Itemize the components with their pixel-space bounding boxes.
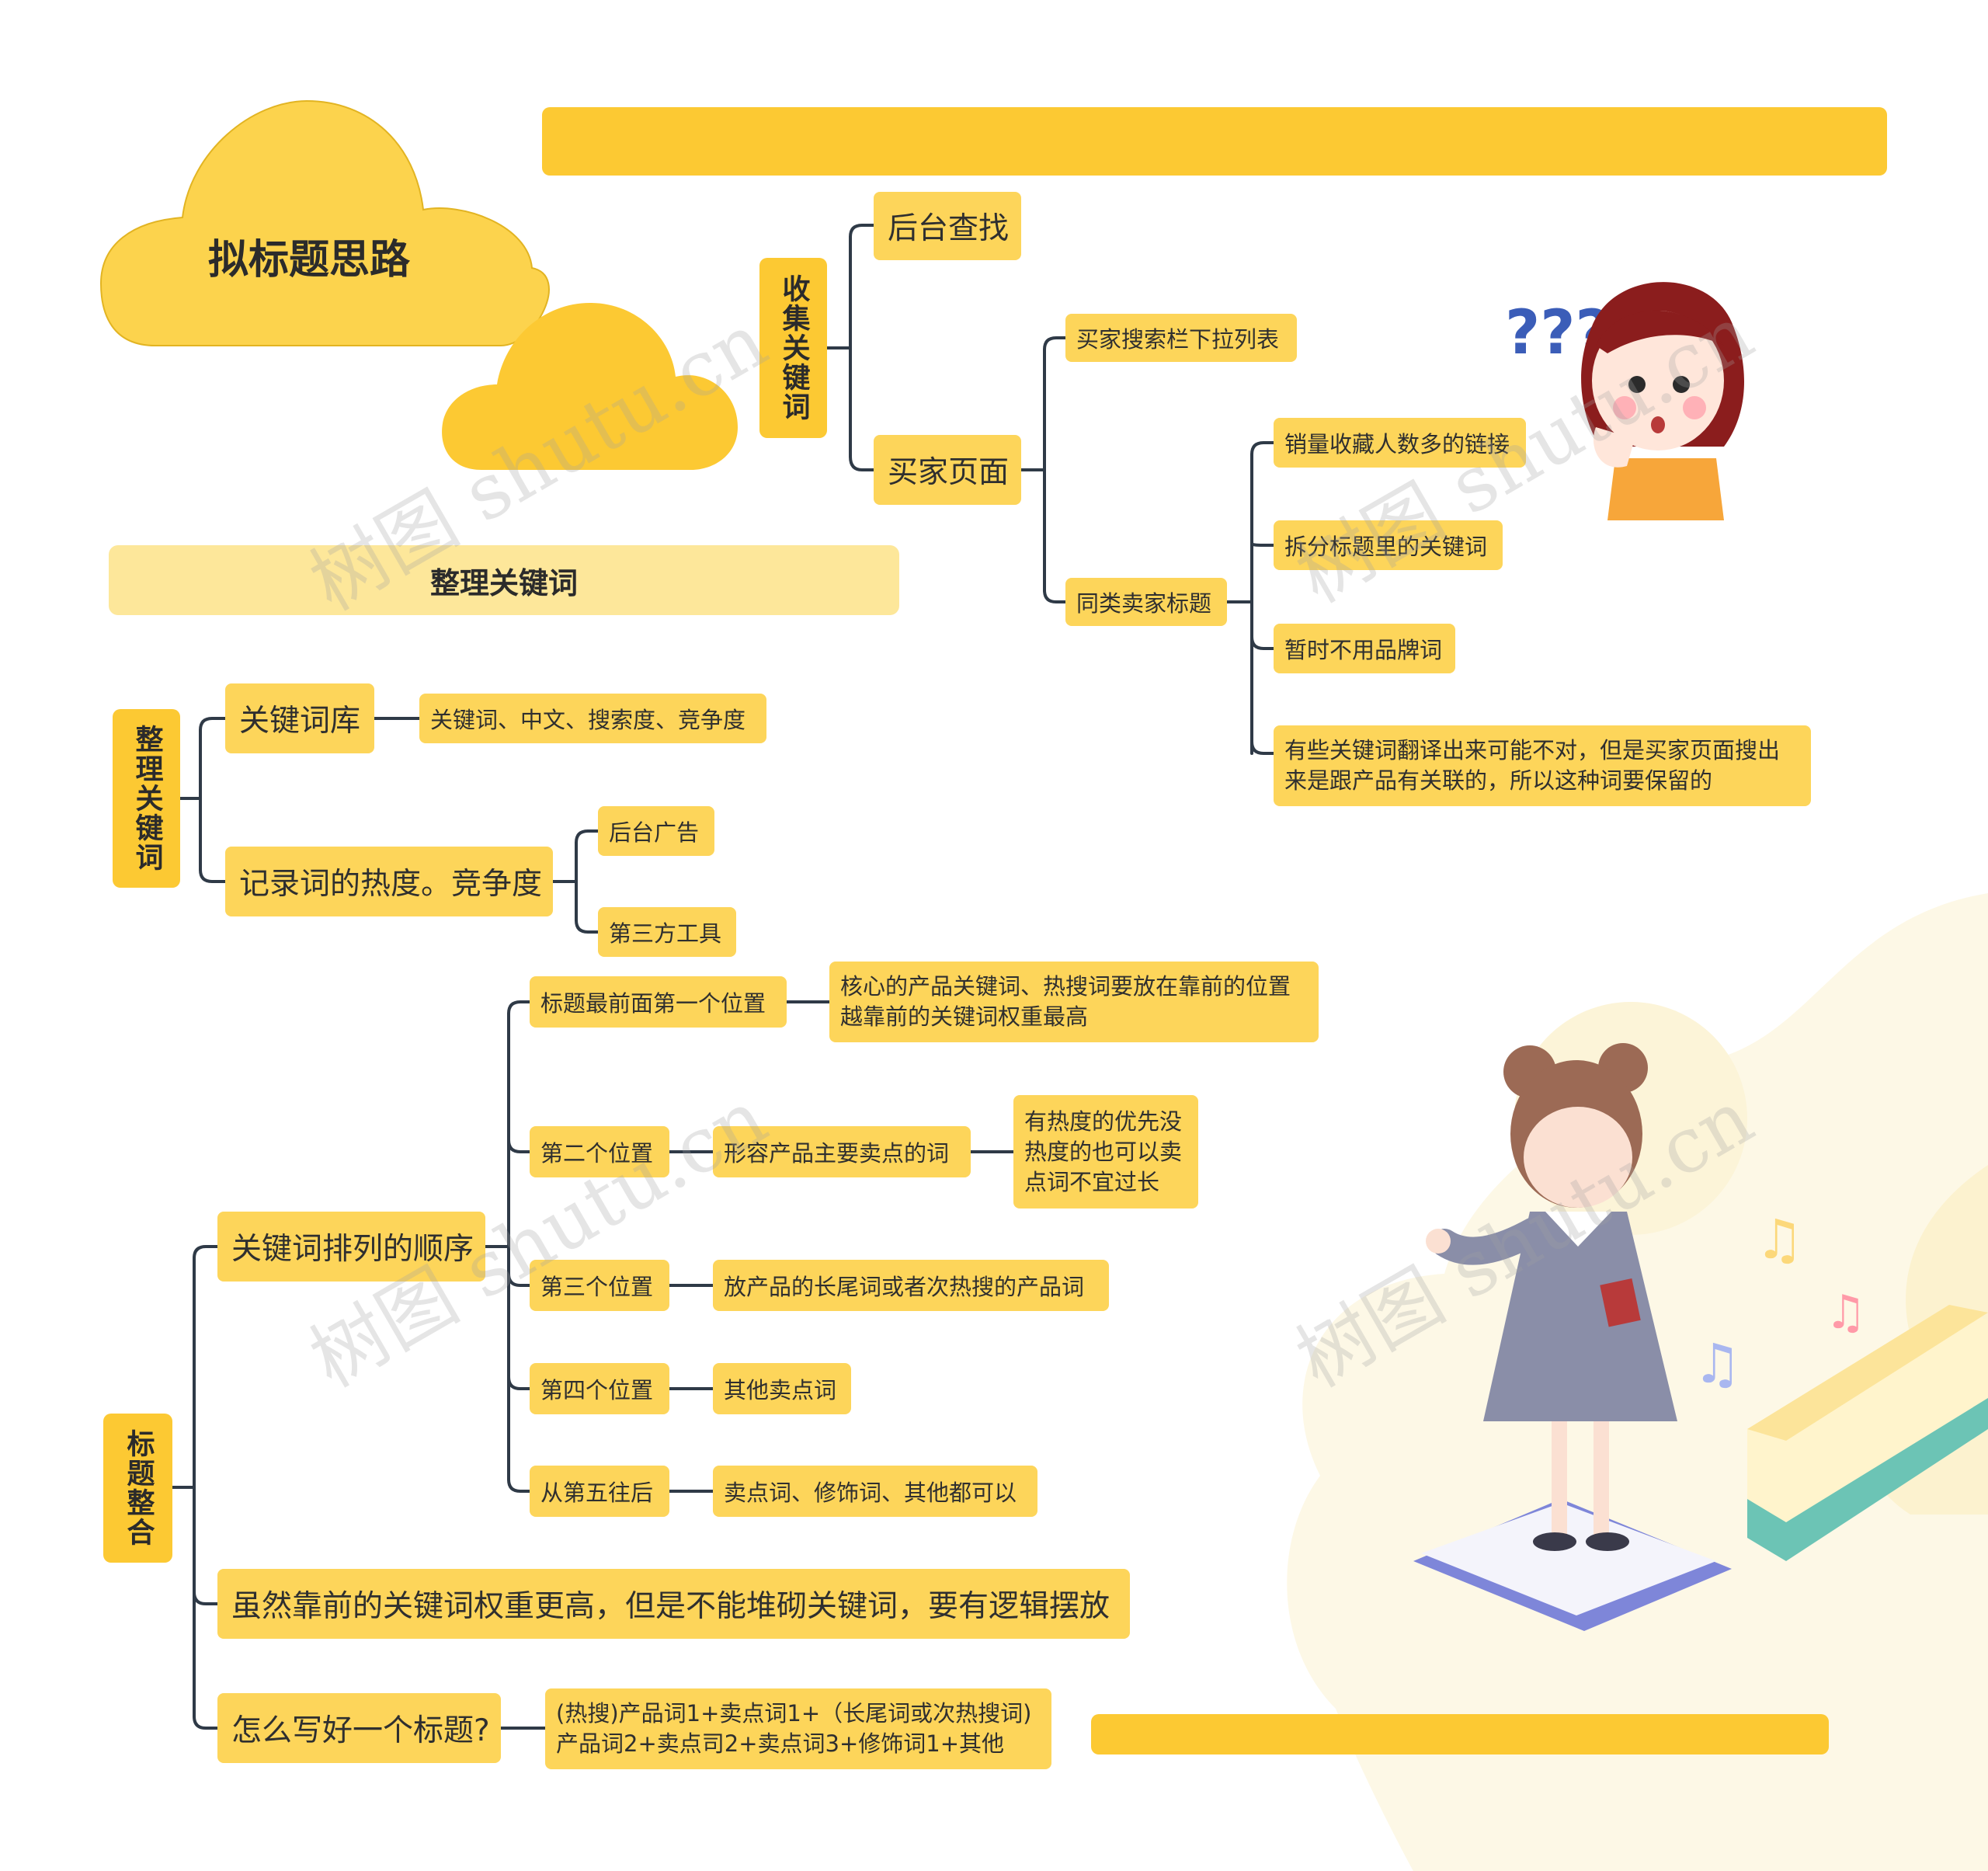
student-girl-illustration: ♫ ♫ ♫ xyxy=(1413,1043,1988,1631)
bottom-accent-bar xyxy=(1091,1714,1829,1754)
leaf-split-title-keywords: 拆分标题里的关键词 xyxy=(1274,520,1503,570)
branch-organize-keywords-label: 整理关键词 xyxy=(130,725,163,872)
branch-title-integration-label: 标题整合 xyxy=(122,1429,155,1547)
position-2-desc: 形容产品主要卖点的词 xyxy=(713,1126,971,1177)
leaf-keyword-library-fields: 关键词、中文、搜索度、竞争度 xyxy=(419,694,766,743)
leaf-title-formula: (热搜)产品词1+卖点词1+（长尾词或次热搜词)产品词2+卖点司2+卖点词3+修… xyxy=(545,1688,1051,1769)
position-2: 第二个位置 xyxy=(530,1126,669,1177)
position-2-note: 有热度的优先没热度的也可以卖点词不宜过长 xyxy=(1013,1095,1198,1208)
section-header: 整理关键词 xyxy=(109,545,899,615)
branch-collect-keywords-label: 收集关键词 xyxy=(777,274,810,422)
node-similar-seller-titles: 同类卖家标题 xyxy=(1065,578,1227,626)
leaf-no-brand-words: 暂时不用品牌词 xyxy=(1274,624,1455,673)
svg-text:♫: ♫ xyxy=(1825,1285,1867,1340)
top-accent-bar xyxy=(542,107,1887,176)
svg-text:♫: ♫ xyxy=(1693,1332,1742,1396)
position-5: 从第五往后 xyxy=(530,1466,669,1517)
section-header-label: 整理关键词 xyxy=(429,565,578,600)
branch-title-integration: 标题整合 xyxy=(103,1414,172,1563)
position-1-desc: 核心的产品关键词、热搜词要放在靠前的位置越靠前的关键词权重最高 xyxy=(829,962,1319,1042)
branch-organize-keywords: 整理关键词 xyxy=(113,709,180,888)
confused-girl-illustration: ??? xyxy=(1505,282,1745,520)
small-cloud xyxy=(442,303,738,470)
position-4-desc: 其他卖点词 xyxy=(713,1363,851,1414)
node-record-heat: 记录词的热度。竞争度 xyxy=(225,847,553,916)
leaf-third-party-tools: 第三方工具 xyxy=(598,907,736,957)
title-cloud xyxy=(99,99,550,346)
svg-text:♫: ♫ xyxy=(1755,1208,1804,1271)
title-text: 拟标题思路 xyxy=(208,237,411,283)
leaf-backend-ads: 后台广告 xyxy=(598,806,714,856)
node-logic-note: 虽然靠前的关键词权重更高，但是不能堆砌关键词，要有逻辑摆放 xyxy=(217,1569,1130,1639)
position-4: 第四个位置 xyxy=(530,1363,669,1414)
node-keyword-library: 关键词库 xyxy=(225,683,374,753)
position-5-desc: 卖点词、修饰词、其他都可以 xyxy=(713,1466,1037,1517)
node-how-to-write: 怎么写好一个标题? xyxy=(217,1693,501,1763)
position-3-desc: 放产品的长尾词或者次热搜的产品词 xyxy=(713,1260,1109,1311)
position-1: 标题最前面第一个位置 xyxy=(530,976,787,1028)
node-backend-search: 后台查找 xyxy=(874,192,1021,260)
node-buyer-page: 买家页面 xyxy=(874,435,1021,505)
node-search-dropdown: 买家搜索栏下拉列表 xyxy=(1065,314,1297,362)
position-3: 第三个位置 xyxy=(530,1260,669,1311)
leaf-keep-related-words: 有些关键词翻译出来可能不对，但是买家页面搜出来是跟产品有关联的，所以这种词要保留… xyxy=(1274,725,1811,806)
branch-collect-keywords: 收集关键词 xyxy=(759,258,827,438)
leaf-popular-links: 销量收藏人数多的链接 xyxy=(1274,418,1526,468)
node-keyword-order: 关键词排列的顺序 xyxy=(217,1212,485,1282)
